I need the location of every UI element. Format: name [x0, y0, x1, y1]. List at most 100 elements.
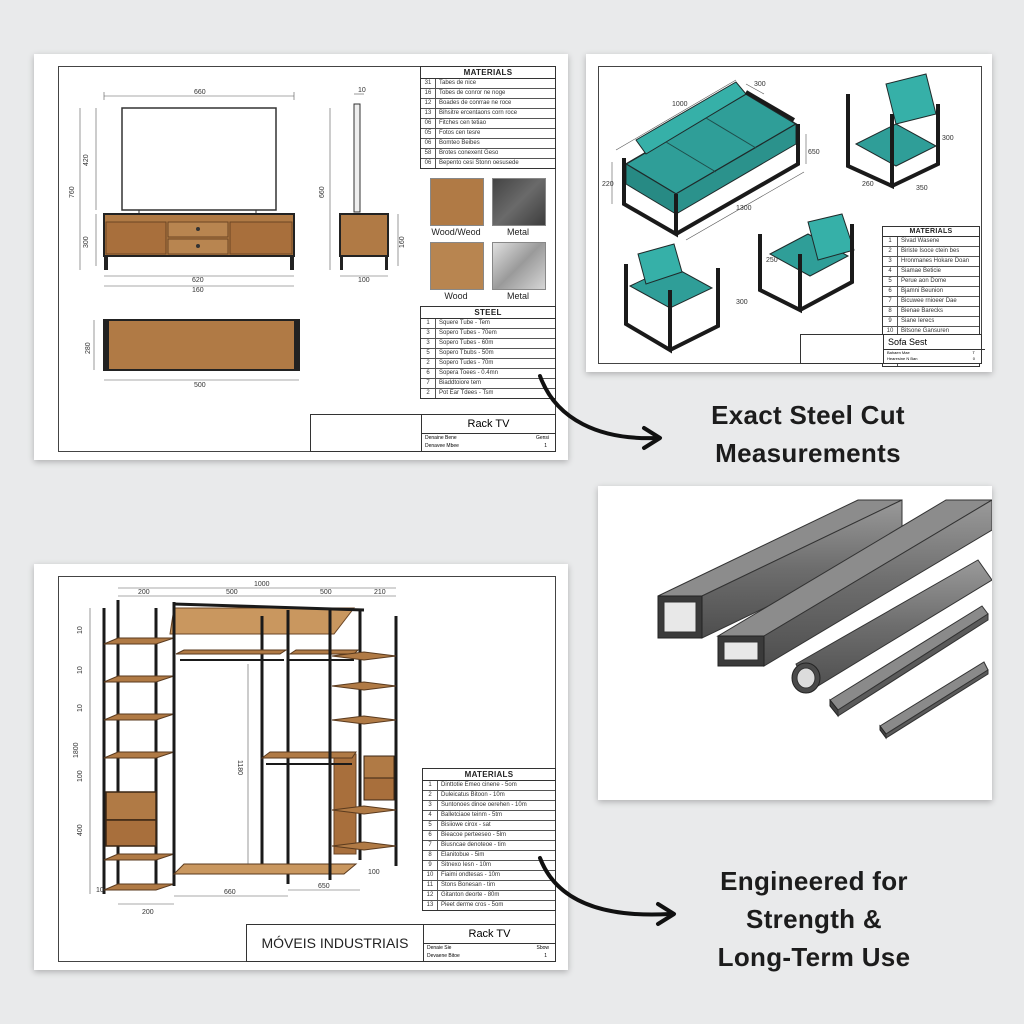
sofa-set-drawing-sheet: 1000 300 650 1300 220 300 260 350 250 30…	[586, 54, 992, 372]
caption-line: Exact Steel Cut	[711, 400, 905, 430]
row-text: Dinttotie Emeo cinene - 5om	[441, 782, 517, 788]
row-text: Squere Tube - Tem	[439, 320, 490, 326]
row-text: Sitnexo Iesn - 10m	[441, 862, 492, 868]
flat-bar-narrow	[879, 661, 989, 740]
row-text: Bihsitre ercentaons corn roce	[439, 110, 518, 116]
swatch-label: Metal	[506, 291, 529, 301]
caption-line: Strength &	[746, 904, 882, 934]
row-text: Pieet derme cros - 5om	[441, 902, 504, 908]
materials-title: MATERIALS	[421, 67, 555, 79]
swatch-metal-dark	[492, 178, 546, 226]
row-text: Bisiiowe cirox - sat	[441, 822, 491, 828]
middle-frame	[172, 602, 365, 886]
row-text: Fiaimi ondtesas - 10m	[441, 872, 501, 878]
wardrobe-dim: 660	[224, 889, 236, 896]
steel-profiles-illustration	[657, 499, 992, 740]
title-block-row: T	[972, 350, 975, 355]
sheet-border	[598, 66, 982, 364]
row-number: 8	[423, 851, 438, 860]
sofa-3-seat	[622, 81, 800, 238]
title-block-row: Sbow	[536, 945, 549, 951]
title-block-row: Devaene Bitoe	[427, 953, 460, 959]
sofa-dim: 300	[942, 135, 954, 142]
title-block-title: Sofa Sest	[883, 335, 985, 350]
wardrobe-dim: 500	[226, 589, 238, 596]
sofa-dim: 250	[766, 257, 778, 264]
wardrobe-dim: 10	[77, 626, 84, 634]
wardrobe-dim: 100	[368, 869, 380, 876]
rack-tv-title-block: Rack TV Denaine Bene Gensi Denavee Mbee …	[310, 414, 556, 452]
row-number: 2	[883, 247, 898, 256]
row-text: Sopero Tbubs - 50m	[439, 350, 494, 356]
row-number: 5	[423, 821, 438, 830]
row-number: 4	[883, 267, 898, 276]
row-number: 1	[423, 781, 438, 790]
wardrobe-dim: 200	[138, 589, 150, 596]
title-block-row: Denaine Bene	[425, 435, 457, 441]
row-number: 05	[421, 129, 436, 138]
dim-side-height: 660	[319, 186, 326, 198]
row-text: Biusncae denoteoe - tim	[441, 842, 506, 848]
row-number: 12	[421, 99, 436, 108]
row-number: 9	[883, 317, 898, 326]
title-block-title: Rack TV	[421, 415, 555, 434]
wardrobe-drawing: 1000 200 500 500 210 1800 1180 10 10 10 …	[73, 581, 398, 916]
armchair-3	[758, 213, 855, 314]
armchair-2	[624, 243, 720, 354]
title-block-row: Hearesine N Ban	[887, 356, 918, 361]
row-number: 2	[423, 791, 438, 800]
row-text: Bepento cesi Stonn oesusede	[439, 160, 519, 166]
dim-total-height: 760	[69, 186, 76, 198]
steel-profiles-panel	[598, 486, 992, 800]
row-text: Gitanton deorte - 80m	[441, 892, 500, 898]
row-number: 06	[421, 139, 436, 148]
left-tower-shelves	[103, 637, 175, 891]
wardrobe-dim-hang: 1180	[236, 760, 243, 775]
row-text: Hronmanes Hokare Doan	[901, 258, 970, 264]
dim-side-width: 100	[358, 277, 370, 284]
sofa-dim: 650	[808, 149, 820, 156]
wardrobe-dim: 10	[77, 666, 84, 674]
row-number: 11	[423, 881, 438, 890]
row-text: Bomteo Beibes	[439, 140, 480, 146]
row-text: Balletciaoe teinm - 5tm	[441, 812, 503, 818]
dim-cabinet-height: 300	[83, 236, 90, 248]
wardrobe-title-block: MÓVEIS INDUSTRIAIS Rack TV Denaie Sie Sb…	[246, 924, 556, 962]
row-text: Biaddtoiore tem	[439, 380, 482, 386]
wardrobe-dim: 200	[142, 909, 154, 916]
row-text: Elanitobue - 5im	[441, 852, 485, 858]
wardrobe-dim: 10	[96, 887, 104, 894]
title-block-row: 0	[972, 356, 975, 361]
row-number: 2	[421, 359, 436, 368]
wardrobe-drawing-sheet: 1000 200 500 500 210 1800 1180 10 10 10 …	[34, 564, 568, 970]
dim-side-cab: 160	[399, 236, 406, 248]
row-text: Bicuwee rnioeer Dae	[901, 298, 957, 304]
row-text: Biriste Isoce ctein bes	[901, 248, 960, 254]
row-number: 06	[421, 159, 436, 168]
row-number: 10	[423, 871, 438, 880]
dim-plan-width: 500	[194, 382, 206, 389]
row-number: 3	[421, 329, 436, 338]
caption-engineered: Engineered for Strength & Long-Term Use	[664, 862, 964, 976]
swatch-label: Wood/Weod	[431, 227, 481, 237]
